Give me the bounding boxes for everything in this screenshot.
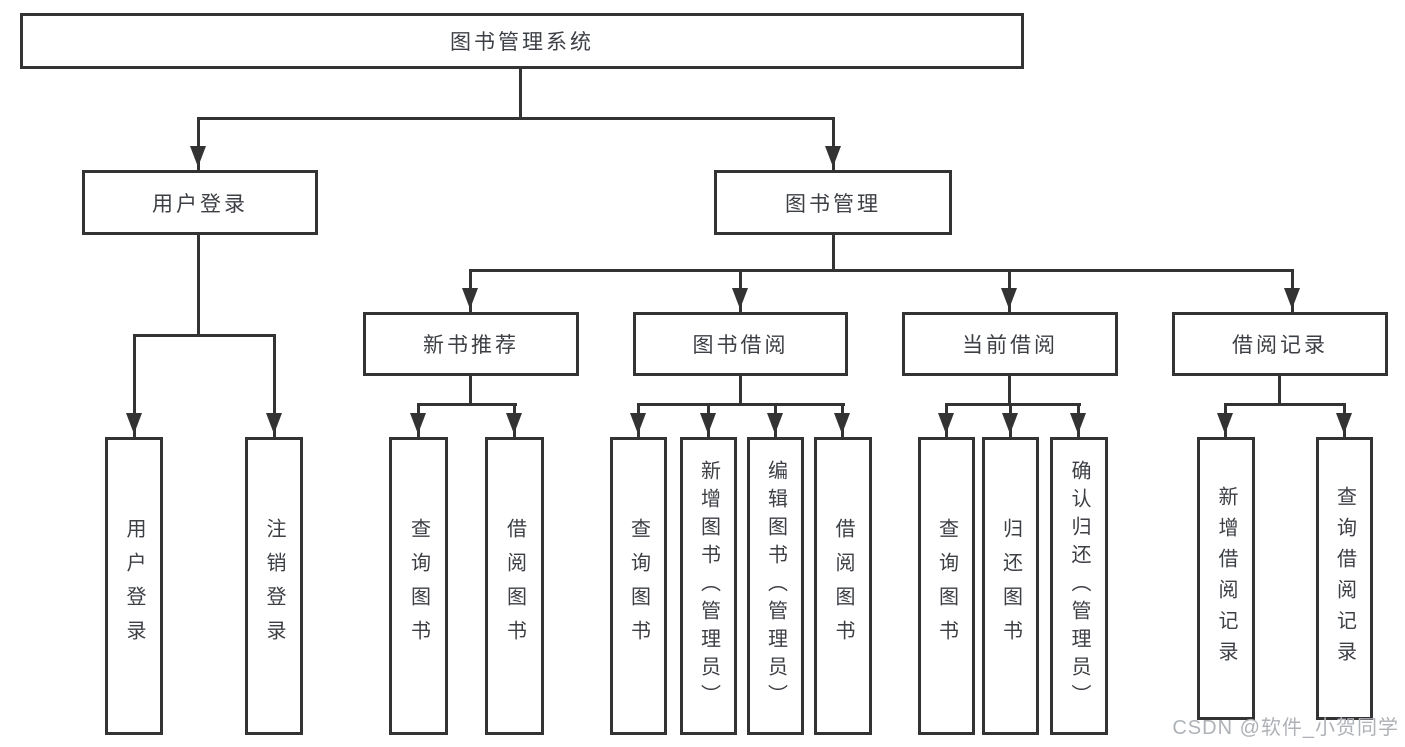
edge-user-login-stem	[197, 233, 200, 337]
leaf-add-books-admin: 新增图书（管理员）	[680, 437, 737, 735]
leaf-query-books-recommend: 查询图书	[389, 437, 448, 735]
node-library-management-system: 图书管理系统	[20, 13, 1024, 69]
leaf-confirm-return-admin: 确认归还（管理员）	[1050, 437, 1108, 735]
arrow-down-icon	[825, 146, 841, 167]
node-book-management: 图书管理	[714, 170, 952, 235]
arrow-down-icon	[1284, 288, 1300, 309]
arrow-down-icon	[410, 413, 426, 434]
arrow-down-icon	[1001, 288, 1017, 309]
leaf-logout: 注销登录	[245, 437, 303, 735]
arrow-down-icon	[462, 288, 478, 309]
arrow-down-icon	[266, 413, 282, 434]
edge-user-login-rail	[133, 334, 276, 337]
arrow-down-icon	[1217, 413, 1233, 434]
arrow-down-icon	[700, 413, 716, 434]
edge-recommend-rail	[417, 403, 517, 406]
leaf-user-login: 用户登录	[105, 437, 163, 735]
leaf-query-borrow-record: 查询借阅记录	[1316, 437, 1373, 720]
arrow-down-icon	[630, 413, 646, 434]
leaf-query-books-borrowing: 查询图书	[610, 437, 667, 735]
edge-line	[273, 334, 276, 437]
edge-root-stem	[519, 66, 522, 119]
leaf-edit-books-admin: 编辑图书（管理员）	[747, 437, 804, 735]
arrow-down-icon	[834, 413, 850, 434]
edge-records-rail	[1224, 403, 1345, 406]
edge-book-mgmt-stem	[832, 233, 835, 272]
node-new-book-recommendation: 新书推荐	[363, 312, 579, 376]
edge-records-stem	[1278, 374, 1281, 406]
edge-borrowing-stem	[739, 374, 742, 406]
arrow-down-icon	[732, 288, 748, 309]
node-book-borrowing: 图书借阅	[633, 312, 848, 376]
edge-borrowing-rail	[637, 403, 845, 406]
leaf-borrow-books-borrowing: 借阅图书	[814, 437, 872, 735]
leaf-query-books-current: 查询图书	[918, 437, 975, 735]
edge-root-rail	[197, 117, 835, 120]
leaf-return-books: 归还图书	[982, 437, 1039, 735]
edge-line	[197, 117, 200, 170]
arrow-down-icon	[1070, 413, 1086, 434]
arrow-down-icon	[1002, 413, 1018, 434]
edge-recommend-stem	[469, 374, 472, 406]
arrow-down-icon	[767, 413, 783, 434]
node-current-borrowing: 当前借阅	[902, 312, 1118, 376]
edge-book-mgmt-rail	[469, 269, 1294, 272]
leaf-borrow-books-recommend: 借阅图书	[485, 437, 544, 735]
leaf-add-borrow-record: 新增借阅记录	[1197, 437, 1255, 720]
edge-current-rail	[945, 403, 1081, 406]
watermark: CSDN @软件_小贺同学	[1172, 717, 1399, 739]
node-borrowing-records: 借阅记录	[1172, 312, 1388, 376]
arrow-down-icon	[126, 413, 142, 434]
arrow-down-icon	[938, 413, 954, 434]
arrow-down-icon	[1336, 413, 1352, 434]
arrow-down-icon	[190, 146, 206, 167]
edge-line	[832, 117, 835, 170]
edge-line	[133, 334, 136, 437]
edge-current-stem	[1008, 374, 1011, 406]
arrow-down-icon	[506, 413, 522, 434]
node-user-login: 用户登录	[82, 170, 318, 235]
